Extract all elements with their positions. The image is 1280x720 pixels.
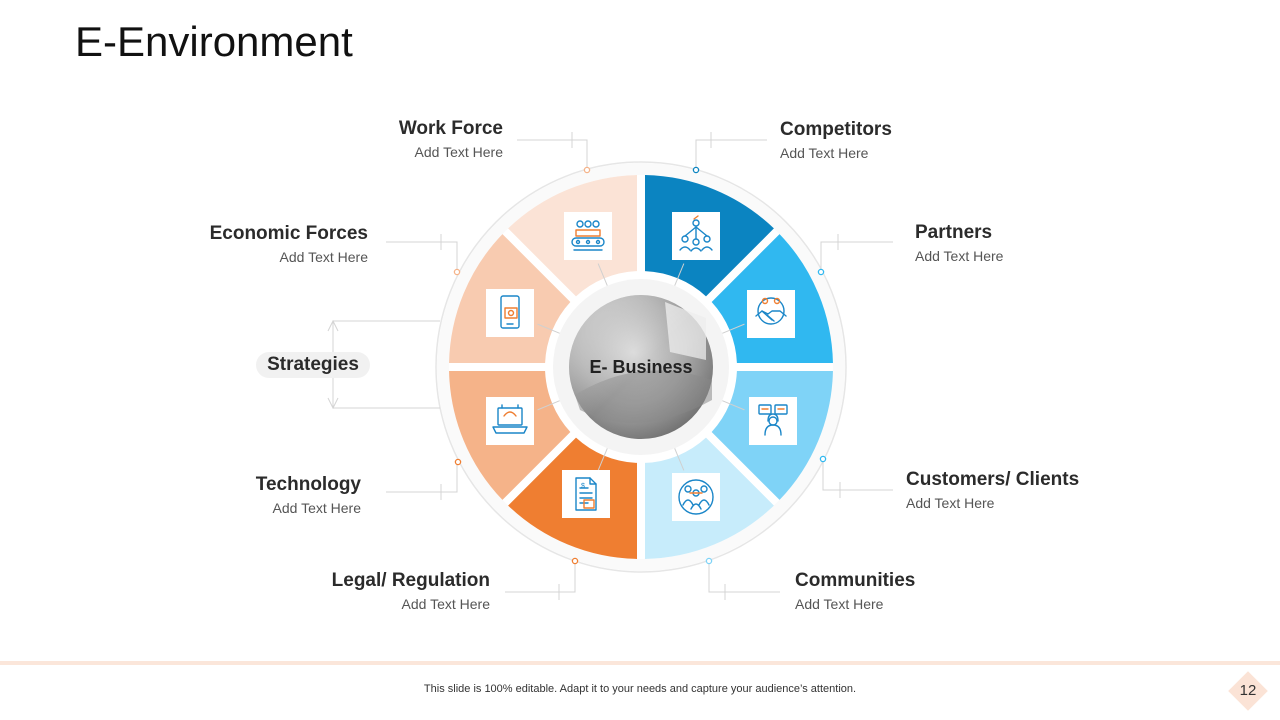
dot-communities [705, 557, 713, 565]
section-subtitle: Add Text Here [279, 249, 368, 265]
connector-customers [822, 460, 893, 491]
page-number-badge: 12 [1228, 671, 1268, 711]
section-subtitle: Add Text Here [780, 145, 869, 161]
section-subtitle: Add Text Here [401, 596, 490, 612]
legal-document-icon: $ [562, 470, 610, 518]
center-label: E- Business [589, 357, 692, 377]
section-subtitle: Add Text Here [272, 500, 361, 516]
dot-partners [817, 268, 825, 276]
section-title: Economic Forces [209, 223, 368, 244]
dot-legal [571, 557, 579, 565]
laptop-icon [486, 397, 534, 445]
label-economic-forces: Economic Forces Add Text Here [210, 223, 368, 265]
customer-support-icon [749, 397, 797, 445]
section-title: Technology [255, 474, 361, 495]
footer-text: This slide is 100% editable. Adapt it to… [423, 683, 857, 695]
network-people-icon [672, 212, 720, 260]
dot-competitors [692, 166, 700, 174]
section-subtitle: Add Text Here [414, 144, 503, 160]
label-legal-regulation: Legal/ Regulation Add Text Here [332, 570, 490, 612]
section-subtitle: Add Text Here [906, 495, 995, 511]
section-subtitle: Add Text Here [795, 596, 884, 612]
dot-economic [453, 268, 461, 276]
connector-legal [505, 562, 576, 593]
label-partners: Partners Add Text Here [915, 222, 1003, 264]
handshake-icon [747, 290, 795, 338]
section-subtitle: Add Text Here [915, 248, 1004, 264]
spoke-legal-regulation [597, 448, 608, 471]
dot-technology [454, 458, 462, 466]
connector-work-force [517, 139, 588, 168]
section-title: Communities [795, 570, 916, 591]
connector-partners [820, 241, 893, 270]
svg-text:$: $ [581, 483, 585, 490]
dot-customers [819, 455, 827, 463]
section-title: Customers/ Clients [906, 469, 1080, 490]
connector-technology [386, 464, 458, 493]
spoke-work-force [597, 263, 608, 286]
label-technology: Technology Add Text Here [256, 474, 361, 516]
spoke-customers-clients [722, 400, 745, 411]
section-title: Competitors [780, 119, 892, 140]
spoke-technology [537, 400, 560, 411]
community-group-icon [672, 473, 720, 521]
page-number: 12 [1239, 682, 1257, 699]
spoke-communities [674, 448, 685, 471]
page-title: E-Environment [75, 18, 353, 65]
spoke-competitors [674, 263, 685, 286]
spoke-partners [722, 323, 745, 334]
center-photo-gloss [569, 295, 713, 439]
strategies-label: Strategies [256, 352, 370, 378]
connector-economic-forces [386, 241, 458, 270]
outer-ring-fill [437, 163, 845, 571]
label-communities: Communities Add Text Here [795, 570, 915, 612]
section-title: Legal/ Regulation [331, 570, 490, 591]
label-customers-clients: Customers/ Clients Add Text Here [906, 469, 1079, 511]
label-competitors: Competitors Add Text Here [780, 119, 892, 161]
factory-workers-icon [564, 212, 612, 260]
connector-communities [708, 562, 780, 593]
section-title: Work Force [398, 118, 503, 139]
money-phone-icon [486, 289, 534, 337]
spoke-economic-forces [537, 323, 560, 334]
outer-ring [435, 161, 847, 573]
section-title: Partners [915, 222, 993, 243]
label-work-force: Work Force Add Text Here [399, 118, 503, 160]
dot-work-force [583, 166, 591, 174]
connector-competitors [695, 139, 767, 168]
footer-divider [0, 661, 1280, 665]
